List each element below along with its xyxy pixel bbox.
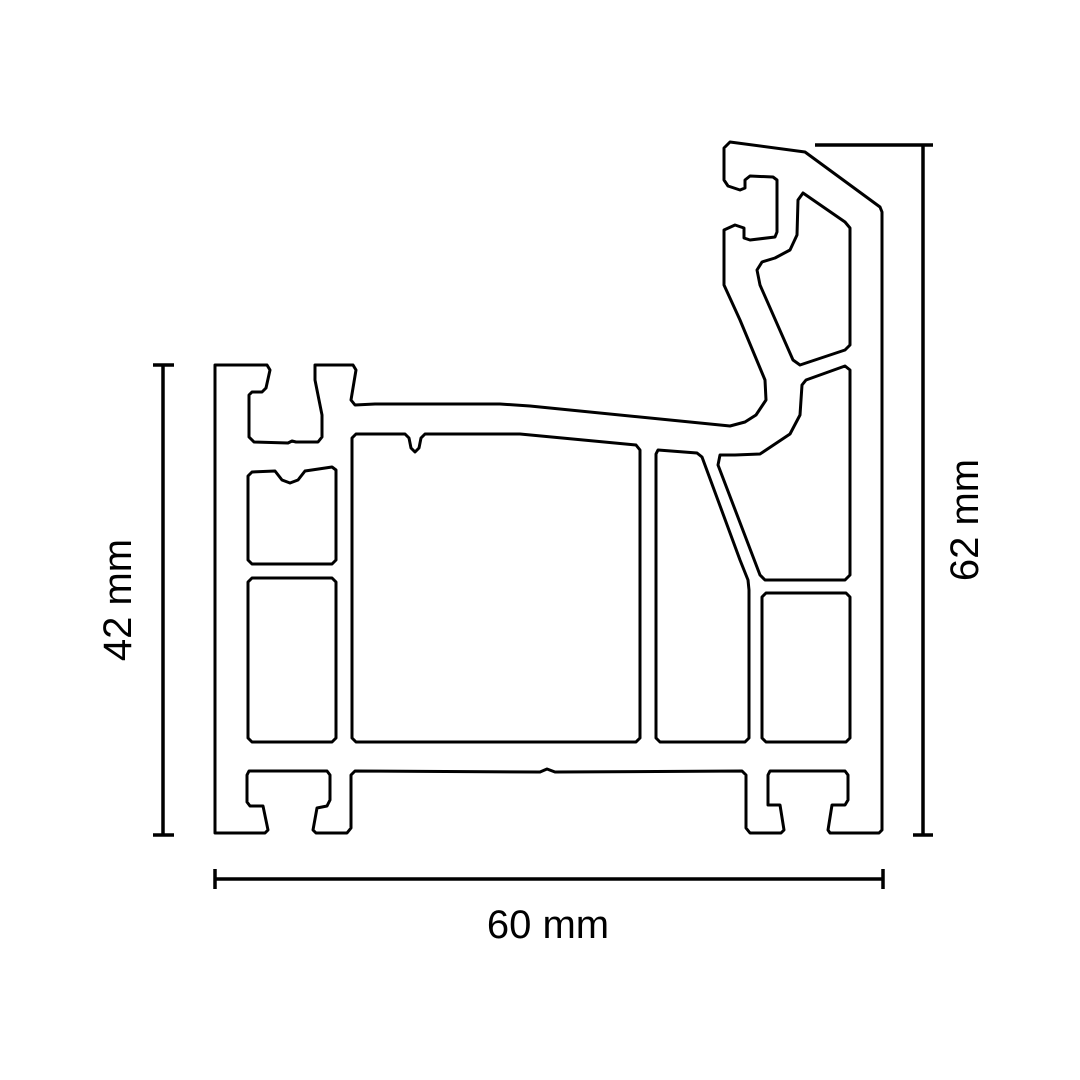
profile-outer-contour [213,140,884,835]
chamber-right-upper [716,364,852,582]
chamber-center-right [654,448,751,744]
chamber-central [350,432,642,744]
dimension-line-62mm [815,143,933,837]
chamber-right-lower [760,591,852,744]
chamber-mid-left [246,576,338,744]
chamber-top-right [755,191,852,367]
dimension-label-width: 60 mm [486,903,610,947]
chamber-top-left [246,465,338,566]
dimension-label-height-right: 62 mm [943,458,987,582]
dimension-line-60mm [213,869,885,889]
dimension-line-42mm [153,363,174,837]
dimension-label-height-left: 42 mm [96,538,140,662]
